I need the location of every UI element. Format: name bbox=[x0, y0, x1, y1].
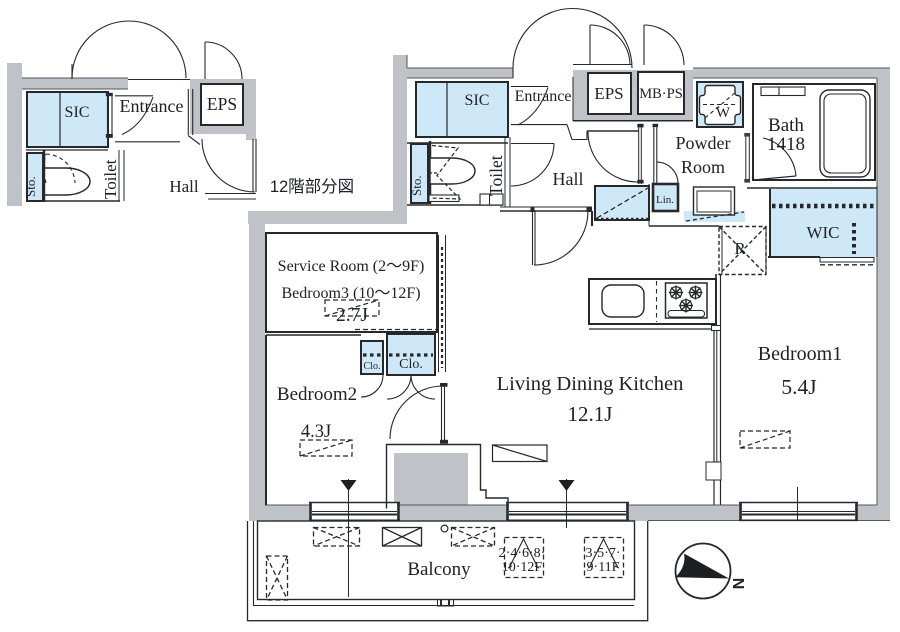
svg-text:Living Dining Kitchen: Living Dining Kitchen bbox=[497, 373, 684, 395]
svg-text:Service Room (2～9F): Service Room (2～9F) bbox=[278, 258, 425, 275]
svg-text:3·5·7·: 3·5·7· bbox=[586, 546, 621, 561]
svg-text:Bedroom2: Bedroom2 bbox=[277, 384, 357, 405]
svg-text:MB·PS: MB·PS bbox=[639, 86, 683, 102]
svg-text:Lin.: Lin. bbox=[656, 194, 674, 206]
svg-text:4.3J: 4.3J bbox=[301, 422, 331, 442]
svg-text:EPS: EPS bbox=[594, 84, 623, 103]
svg-text:10·12F: 10·12F bbox=[502, 560, 543, 575]
svg-text:5.4J: 5.4J bbox=[781, 375, 816, 399]
svg-text:Clo.: Clo. bbox=[399, 357, 423, 372]
svg-text:W: W bbox=[716, 105, 731, 121]
svg-text:2·4·6·8·: 2·4·6·8· bbox=[499, 546, 546, 561]
svg-text:1418: 1418 bbox=[767, 134, 805, 155]
svg-text:SIC: SIC bbox=[65, 104, 90, 121]
svg-text:Powder: Powder bbox=[676, 133, 731, 153]
svg-text:Clo.: Clo. bbox=[364, 361, 381, 372]
svg-text:N: N bbox=[729, 578, 746, 590]
svg-text:Toilet: Toilet bbox=[101, 159, 120, 199]
svg-text:Sto.: Sto. bbox=[409, 175, 424, 196]
svg-text:Room: Room bbox=[681, 157, 725, 177]
svg-text:Toilet: Toilet bbox=[486, 155, 506, 196]
svg-text:Sto.: Sto. bbox=[23, 176, 38, 197]
svg-text:SIC: SIC bbox=[465, 92, 490, 109]
svg-text:9·11F: 9·11F bbox=[587, 560, 620, 575]
svg-text:Bath: Bath bbox=[768, 115, 804, 136]
svg-text:Entrance: Entrance bbox=[120, 96, 184, 116]
svg-text:Hall: Hall bbox=[553, 169, 584, 189]
svg-text:Bedroom3 (10～12F): Bedroom3 (10～12F) bbox=[281, 285, 420, 302]
svg-text:R: R bbox=[734, 239, 746, 258]
svg-text:2.7J: 2.7J bbox=[336, 305, 368, 326]
svg-text:12階部分図: 12階部分図 bbox=[270, 177, 354, 196]
svg-text:Entrance: Entrance bbox=[515, 88, 572, 105]
svg-text:EPS: EPS bbox=[207, 94, 237, 114]
svg-text:Bedroom1: Bedroom1 bbox=[758, 343, 842, 365]
svg-text:Hall: Hall bbox=[169, 177, 199, 196]
svg-text:12.1J: 12.1J bbox=[568, 402, 613, 426]
svg-text:Balcony: Balcony bbox=[407, 559, 471, 580]
svg-text:WIC: WIC bbox=[806, 223, 839, 242]
